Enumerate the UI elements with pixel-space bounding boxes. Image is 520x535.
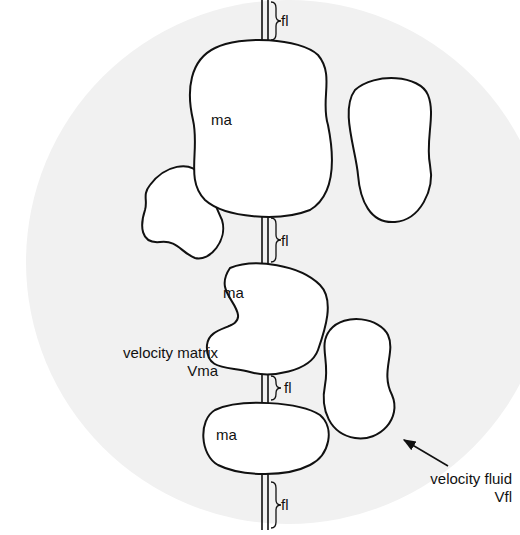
grain-outline	[183, 33, 338, 225]
fluid-label: fl	[281, 496, 311, 514]
leader-arrow	[404, 440, 448, 466]
grain	[324, 319, 395, 438]
matrix-grain: ma	[183, 33, 338, 225]
brace	[271, 482, 281, 528]
matrix-label: ma	[211, 111, 232, 128]
fluid-label: fl	[284, 379, 314, 397]
velocity-label: velocity fluid Vfl	[420, 470, 512, 506]
matrix-grain: ma	[201, 256, 338, 382]
grain	[349, 78, 431, 222]
brace	[271, 2, 281, 40]
fluid-label: fl	[281, 232, 311, 250]
grain-outline	[201, 256, 338, 382]
matrix-label: ma	[216, 426, 237, 443]
fluid-label: fl	[281, 12, 311, 30]
matrix-grain: ma	[196, 396, 336, 480]
matrix-label: ma	[223, 284, 244, 301]
velocity-label: velocity matrix Vma	[100, 344, 218, 380]
brace	[271, 376, 281, 400]
brace	[271, 218, 281, 262]
shaded-field	[26, 0, 520, 524]
